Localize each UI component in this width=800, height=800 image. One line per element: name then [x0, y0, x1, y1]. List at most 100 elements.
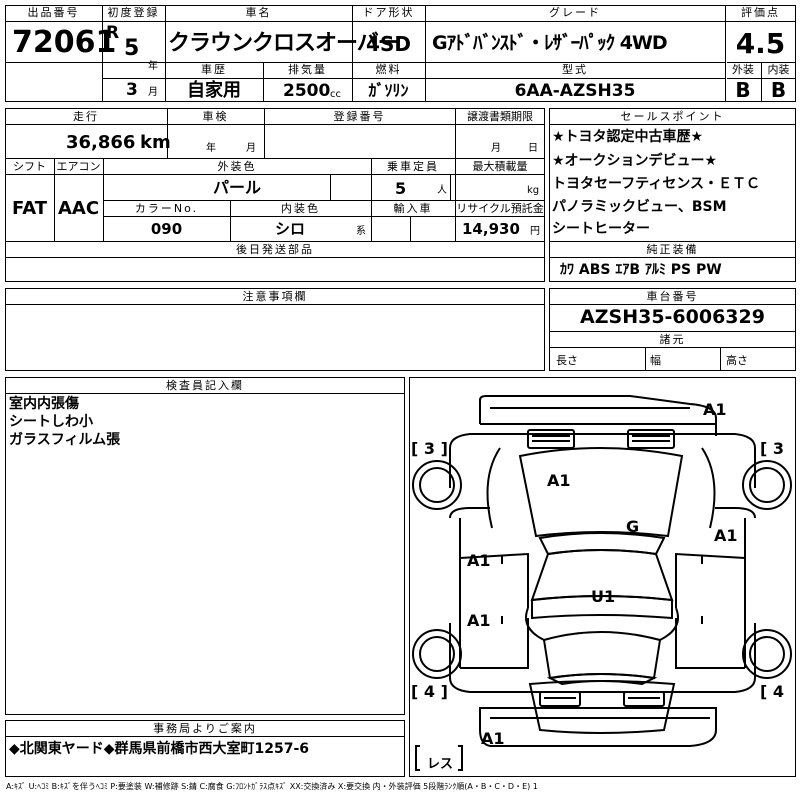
- spare-tire: レス: [427, 757, 454, 772]
- displacement: 2500: [283, 81, 331, 101]
- interior-label: 内装色: [281, 202, 320, 215]
- score: 4.5: [735, 27, 786, 60]
- tire-front-right-value: 3: [772, 439, 785, 458]
- reg-label: 初度登録: [107, 6, 160, 19]
- month-unit: 月: [148, 87, 158, 98]
- recycle-label: リサイクル預託金: [456, 202, 544, 215]
- tire-front-right: [ 3: [760, 439, 785, 458]
- sales-point-3: トヨタセーフティセンス・ＥＴＣ: [552, 176, 761, 192]
- equipment-items: ｶﾜ ABS ｴｱB ｱﾙﾐ PS PW: [560, 262, 722, 278]
- transfer-label: 譲渡書類期限: [467, 110, 533, 123]
- tire-front-left-value: 3: [423, 439, 436, 458]
- office-text: ◆北関東ヤード◆群馬県前橋市西大室町1257-6: [9, 741, 310, 757]
- header-section: [5, 5, 796, 102]
- era: R: [106, 23, 120, 43]
- spec-label: 諸元: [659, 333, 686, 346]
- inspector-note-2: シートしわ小: [9, 414, 93, 430]
- later-parts-label: 後日発送部品: [236, 243, 314, 256]
- color-label: 外装色: [217, 160, 257, 173]
- damage-cabin: U1: [591, 587, 616, 606]
- notes-section: [5, 288, 545, 371]
- grade-label: グレード: [549, 6, 601, 19]
- model-label: 型式: [562, 63, 588, 76]
- office-section: [5, 720, 405, 777]
- tire-rear-right-value: 4: [772, 682, 785, 701]
- inspector-note-3: ガラスフィルム張: [9, 432, 121, 448]
- damage-front: A1: [703, 400, 727, 419]
- tire-front-left: [ 3 ]: [411, 439, 448, 458]
- damage-rear: A1: [481, 729, 505, 748]
- lot-number: 72061: [12, 25, 117, 60]
- displacement-unit: cc: [330, 89, 341, 100]
- sales-points-section: [549, 108, 796, 282]
- load-unit: kg: [527, 185, 540, 196]
- history: 自家用: [187, 80, 241, 101]
- tire-rear-left-value: 4: [423, 682, 436, 701]
- grade: Gｱﾄﾞﾊﾞﾝｽﾄﾞ・ﾚｻﾞｰﾊﾟｯｸ 4WD: [432, 32, 668, 54]
- spec-width: 幅: [650, 354, 661, 367]
- int-label: 内装: [767, 63, 790, 76]
- import-label: 輸入車: [393, 202, 433, 215]
- sales-point-5: シートヒーター: [552, 221, 650, 237]
- recycle: 14,930: [462, 220, 520, 238]
- inspector-section: [5, 377, 405, 715]
- spec-height: 高さ: [726, 354, 748, 367]
- color: パール: [212, 178, 261, 197]
- chassis-label: 車台番号: [646, 290, 699, 303]
- damage-left-rear-door: A1: [467, 611, 491, 630]
- inspection-year-unit: 年: [206, 143, 216, 154]
- damage-left-front-door: A1: [467, 551, 491, 570]
- spec-length: 長さ: [556, 354, 578, 367]
- ext-score: B: [735, 78, 751, 102]
- ac: AAC: [57, 198, 100, 219]
- displacement-label: 排気量: [288, 63, 327, 76]
- name-label: 車名: [245, 6, 272, 19]
- fuel: ｶﾞｿﾘﾝ: [368, 81, 409, 100]
- transfer-day-unit: 日: [528, 143, 538, 154]
- transfer-month-unit: 月: [491, 143, 501, 154]
- legend: A:ｷｽﾞ U:ﾍｺﾐ B:ｷｽﾞを伴うﾍｺﾐ P:要塗装 W:補修跡 S:錆 …: [6, 782, 538, 791]
- history-label: 車歴: [201, 63, 227, 76]
- interior-unit: 系: [356, 226, 366, 237]
- reg-month: 3: [126, 80, 138, 100]
- damage-diagram: [409, 377, 796, 777]
- fuel-label: 燃料: [375, 63, 402, 76]
- vehicle-info-section: [5, 108, 545, 282]
- colorno: 090: [150, 220, 183, 238]
- chassis-section: [549, 288, 796, 371]
- recycle-unit: 円: [530, 226, 540, 237]
- shift-label: シフト: [13, 160, 46, 173]
- damage-hood: A1: [547, 471, 571, 490]
- mileage: 36,866: [66, 132, 136, 153]
- damage-roof: G: [626, 517, 640, 536]
- capacity-label: 乗車定員: [387, 160, 439, 173]
- sales-points-label: セールスポイント: [620, 110, 725, 123]
- chassis-number: AZSH35-6006329: [580, 306, 765, 328]
- sales-point-2: ★オークションデビュー★: [552, 153, 718, 169]
- ext-label: 外装: [732, 63, 754, 76]
- office-label: 事務局よりご案内: [153, 722, 257, 735]
- damage-right-door: A1: [714, 526, 738, 545]
- mileage-unit: km: [140, 132, 171, 153]
- ac-label: エアコン: [56, 160, 101, 173]
- load-label: 最大積載量: [472, 160, 528, 173]
- shift: FAT: [11, 198, 48, 219]
- mileage-label: 走行: [73, 110, 99, 123]
- equipment-label: 純正装備: [646, 243, 699, 256]
- notes-label: 注意事項欄: [242, 290, 308, 303]
- capacity-unit: 人: [437, 185, 447, 196]
- plate-label: 登録番号: [333, 110, 386, 123]
- sales-point-4: パノラミックビュー、BSM: [552, 199, 727, 215]
- score-label: 評価点: [741, 6, 780, 19]
- tire-rear-right: [ 4: [760, 682, 785, 701]
- inspector-label: 検査員記入欄: [166, 379, 244, 392]
- inspection-month-unit: 月: [246, 143, 256, 154]
- reg-year: 5: [124, 36, 140, 61]
- inspector-note-1: 室内内張傷: [9, 396, 79, 412]
- door: 4SD: [366, 32, 411, 56]
- lot-label: 出品番号: [27, 6, 80, 19]
- door-label: ドア形状: [362, 6, 415, 19]
- colorno-label: カラーNo.: [134, 202, 199, 215]
- car-name: クラウンクロスオーバー: [168, 31, 400, 56]
- capacity: 5: [395, 179, 407, 198]
